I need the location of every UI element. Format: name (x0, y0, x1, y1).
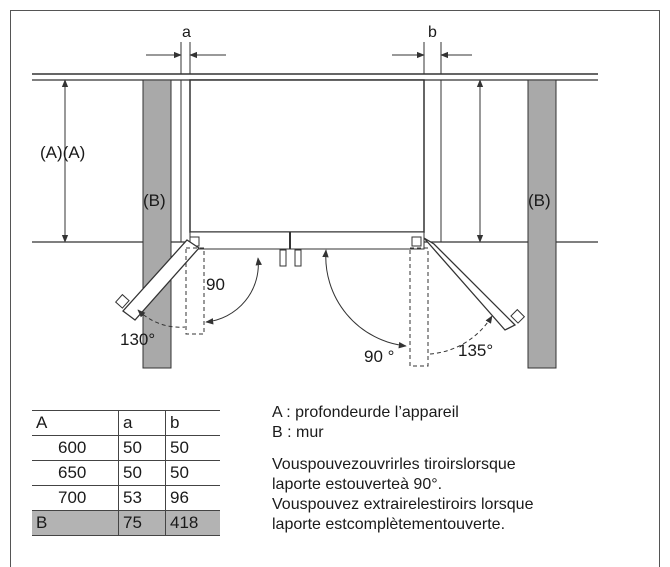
table-cell: 50 (165, 460, 220, 486)
dimensions-table: A a b 600 50 50 650 50 50 700 53 96 B 75… (32, 410, 220, 536)
legend-a: A : profondeurde l’appareil (272, 404, 459, 421)
note-line: Vouspouvezouvrirles tiroirslorsque (272, 456, 516, 473)
table-cell: 650 (32, 460, 119, 486)
door-handle-1 (279, 249, 287, 267)
table-header-cell: a (118, 410, 166, 436)
table-cell: 700 (32, 485, 119, 511)
table-header-cell: A (32, 410, 119, 436)
table-cell: 75 (118, 510, 166, 536)
table-cell: 418 (165, 510, 220, 536)
table-row: 600 50 50 (32, 435, 220, 461)
angle-90-left: 90 (206, 275, 225, 294)
right-door-90-dashed (409, 247, 429, 367)
table-cell: 50 (118, 435, 166, 461)
gap-a-label: a (182, 24, 191, 41)
table-cell: 600 (32, 435, 119, 461)
table-row: 650 50 50 (32, 460, 220, 486)
depth-label: (A)(A) (40, 143, 85, 162)
left-arc-90 (205, 257, 262, 325)
left-door-open (122, 239, 200, 321)
right-arc-135 (429, 315, 493, 355)
angle-130: 130° (120, 330, 155, 349)
table-cell: 50 (118, 460, 166, 486)
wall-left-label: (B) (143, 191, 166, 210)
wall-left (142, 79, 172, 369)
table-cell: 50 (165, 435, 220, 461)
right-door-handle (510, 308, 526, 324)
note-line: laporte estouverteà 90°. (272, 476, 443, 493)
hinge-right (411, 236, 422, 247)
table-row: 700 53 96 (32, 485, 220, 511)
door-handle-2 (294, 249, 302, 267)
table-header-cell: b (165, 410, 220, 436)
left-door-90-dashed (185, 247, 205, 335)
legend-b: B : mur (272, 424, 324, 441)
gap-b-label: b (428, 24, 437, 41)
table-footer-row: B 75 418 (32, 510, 220, 536)
note-line: laporte estcomplètementouverte. (272, 516, 506, 533)
left-door-handle (114, 293, 130, 309)
table-cell: 53 (118, 485, 166, 511)
figure-frame (10, 10, 660, 567)
note-line: Vouspouvez extrairelestiroirs lorsque (272, 496, 534, 513)
appliance-door-band (189, 231, 425, 250)
appliance-body (189, 79, 425, 233)
right-arc-90 (322, 249, 407, 349)
angle-135: 135° (458, 341, 493, 360)
table-cell: B (32, 510, 119, 536)
notes-block: A : profondeurde l’appareil B : mur Vous… (272, 403, 652, 535)
right-door-open (423, 237, 517, 331)
angle-90-right: 90 ° (364, 347, 394, 366)
wall-right (527, 79, 557, 369)
table-header-row: A a b (32, 410, 220, 436)
table-cell: 96 (165, 485, 220, 511)
wall-right-label: (B) (528, 191, 551, 210)
